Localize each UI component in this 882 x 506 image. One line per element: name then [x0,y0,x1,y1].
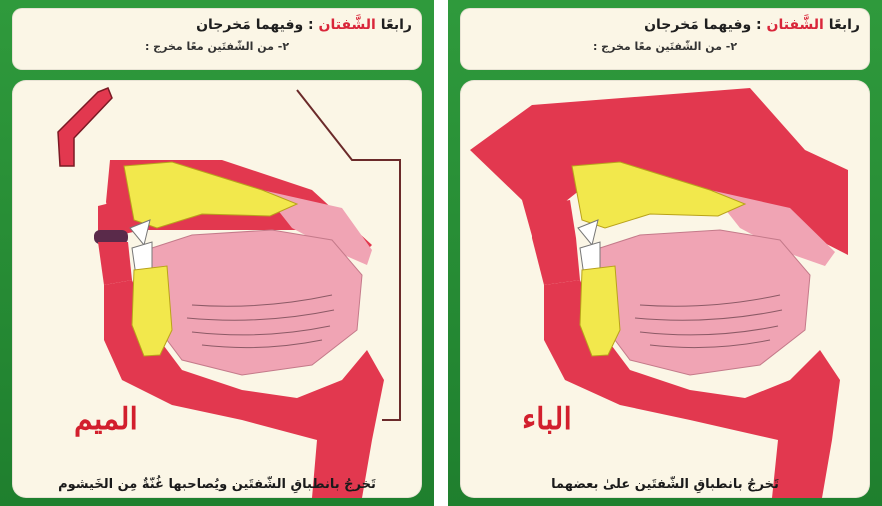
header-title-suffix: : وفيهما مَخرجان [196,17,314,33]
card-header: رابعًا الشَّفتان : وفيهما مَخرجان ٢- من … [460,8,870,70]
tongue [600,230,810,375]
lower-lip [532,238,580,285]
header-title: رابعًا الشَّفتان : وفيهما مَخرجان [470,14,860,36]
header-title-suffix: : وفيهما مَخرجان [644,17,762,33]
header-title-highlight: الشَّفتان [767,17,824,33]
header-subtitle: ٢- من الشّفتَين معًا مخرج : [22,40,412,53]
lower-lip [98,242,132,285]
card-header: رابعًا الشَّفتان : وفيهما مَخرجان ٢- من … [12,8,422,70]
diagram-panel: الباء تَخرجُ بانطباقِ الشّفتَين علىٰ بعض… [460,80,870,498]
caption: تَخرجُ بانطباقِ الشّفتَين ويُصاحبها غُنّ… [18,477,416,492]
header-title-prefix: رابعًا [829,17,860,33]
nose-shape [58,88,112,166]
upper-lip [532,200,576,238]
header-subtitle: ٢- من الشّفتَين معًا مخرج : [470,40,860,53]
header-title-prefix: رابعًا [381,17,412,33]
header-title-highlight: الشَّفتان [319,17,376,33]
upper-tooth [578,220,598,245]
letter-label: الباء [522,402,572,437]
caption: تَخرجُ بانطباقِ الشّفتَين علىٰ بعضهما [466,477,864,492]
lip-contact-point [94,230,128,244]
card-meem: رابعًا الشَّفتان : وفيهما مَخرجان ٢- من … [0,0,434,506]
header-title: رابعًا الشَّفتان : وفيهما مَخرجان [22,14,412,36]
card-divider [434,0,448,506]
letter-label: الميم [74,402,138,437]
card-baa: رابعًا الشَّفتان : وفيهما مَخرجان ٢- من … [448,0,882,506]
tongue [152,230,362,375]
diagram-panel: الميم تَخرجُ بانطباقِ الشّفتَين ويُصاحبه… [12,80,422,498]
